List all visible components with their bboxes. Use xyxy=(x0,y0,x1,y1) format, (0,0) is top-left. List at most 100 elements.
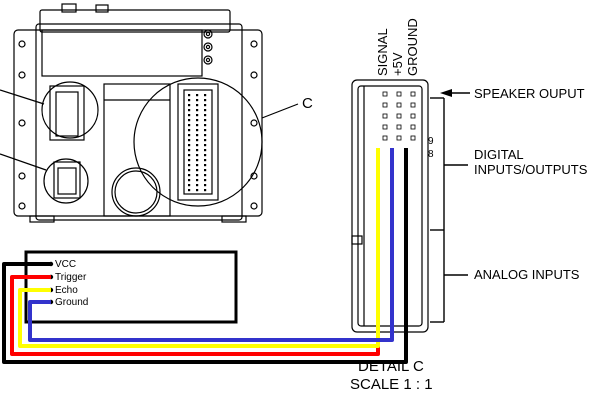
detail-pin-square xyxy=(410,113,416,119)
detail-pin-square xyxy=(410,124,416,130)
header-pin-dot xyxy=(204,179,207,182)
header-pin-dot xyxy=(196,184,199,187)
header-pin-dot xyxy=(204,149,207,152)
ground-pin-label: GROUND xyxy=(405,18,420,76)
header-pin-dot xyxy=(196,179,199,182)
header-pin-dot xyxy=(204,139,207,142)
header-pin-dot xyxy=(204,169,207,172)
header-pin-dot xyxy=(188,174,191,177)
header-pin-dot xyxy=(188,109,191,112)
header-pin-dot xyxy=(204,124,207,127)
header-pin-dot xyxy=(204,104,207,107)
header-pin-dot xyxy=(188,154,191,157)
header-pin-dot xyxy=(188,114,191,117)
detail-pin-square xyxy=(410,91,416,97)
header-pin-dot xyxy=(196,139,199,142)
header-pin-dot xyxy=(196,129,199,132)
side-bracket xyxy=(430,92,470,323)
header-pin-dot xyxy=(196,149,199,152)
detail-pin-square xyxy=(382,91,388,97)
header-pin-dot xyxy=(196,154,199,157)
header-pin-dot xyxy=(196,114,199,117)
header-pin-dot xyxy=(188,94,191,97)
detail-pin-square xyxy=(396,91,402,97)
header-pin-dot xyxy=(188,104,191,107)
wire-ground xyxy=(28,148,394,342)
header-pin-dot xyxy=(188,124,191,127)
sensor-echo-label: Echo xyxy=(55,285,78,296)
pin-number-8: 8 xyxy=(428,149,434,160)
detail-callout-letter: C xyxy=(302,95,313,112)
sensor-trigger-label: Trigger xyxy=(55,272,87,283)
board-header-pins xyxy=(188,94,207,192)
header-pin-dot xyxy=(188,99,191,102)
header-pin-dot xyxy=(204,144,207,147)
detail-pin-square xyxy=(396,102,402,108)
header-pin-dot xyxy=(196,134,199,137)
detail-pin-square xyxy=(382,102,388,108)
header-pin-dot xyxy=(196,189,199,192)
wire-echo xyxy=(18,148,380,348)
sensor-vcc-label: VCC xyxy=(55,259,76,270)
detail-pin-square xyxy=(396,113,402,119)
header-pin-dot xyxy=(188,119,191,122)
header-pin-dot xyxy=(196,119,199,122)
header-pin-dot xyxy=(188,129,191,132)
header-pin-dot xyxy=(204,189,207,192)
header-pin-dot xyxy=(188,134,191,137)
controller-board xyxy=(0,3,299,223)
header-pin-dot xyxy=(204,109,207,112)
header-pin-dot xyxy=(204,94,207,97)
header-pin-dot xyxy=(188,179,191,182)
speaker-arrow-icon xyxy=(440,89,452,97)
header-pin-dot xyxy=(188,144,191,147)
header-pin-dot xyxy=(196,104,199,107)
pin-number-9: 9 xyxy=(428,136,434,147)
wire-vcc xyxy=(2,148,408,364)
detail-pin-square xyxy=(410,135,416,141)
detail-pin-grid xyxy=(382,91,416,141)
digital-label-line2: INPUTS/OUTPUTS xyxy=(474,162,588,177)
detail-pin-square xyxy=(382,124,388,130)
header-pin-dot xyxy=(204,114,207,117)
detail-pin-square xyxy=(410,102,416,108)
speaker-output-label: SPEAKER OUPUT xyxy=(474,86,585,101)
sensor-ground-label: Ground xyxy=(55,297,88,308)
header-pin-dot xyxy=(196,94,199,97)
header-pin-dot xyxy=(196,109,199,112)
vcc-pin-label: +5V xyxy=(390,52,405,76)
header-pin-dot xyxy=(188,169,191,172)
header-pin-dot xyxy=(196,159,199,162)
sensor-box xyxy=(24,250,238,324)
signal-pin-label: SIGNAL xyxy=(375,28,390,76)
header-pin-dot xyxy=(188,149,191,152)
header-pin-dot xyxy=(188,189,191,192)
header-pin-dot xyxy=(204,164,207,167)
header-pin-dot xyxy=(196,99,199,102)
detail-pin-square xyxy=(396,135,402,141)
header-pin-dot xyxy=(196,164,199,167)
header-pin-dot xyxy=(204,119,207,122)
detail-pin-square xyxy=(382,135,388,141)
header-pin-dot xyxy=(204,174,207,177)
header-pin-dot xyxy=(188,139,191,142)
header-pin-dot xyxy=(204,159,207,162)
header-pin-dot xyxy=(188,159,191,162)
header-pin-dot xyxy=(196,169,199,172)
header-pin-dot xyxy=(196,174,199,177)
digital-label-line1: DIGITAL xyxy=(474,147,524,162)
header-pin-dot xyxy=(188,164,191,167)
header-pin-dot xyxy=(196,124,199,127)
detail-pin-square xyxy=(382,113,388,119)
header-pin-dot xyxy=(204,184,207,187)
analog-inputs-label: ANALOG INPUTS xyxy=(474,267,580,282)
detail-scale: SCALE 1 : 1 xyxy=(350,376,433,393)
header-pin-dot xyxy=(196,144,199,147)
header-pin-dot xyxy=(204,134,207,137)
header-pin-dot xyxy=(188,184,191,187)
detail-pin-square xyxy=(396,124,402,130)
header-pin-dot xyxy=(204,99,207,102)
header-pin-dot xyxy=(204,154,207,157)
